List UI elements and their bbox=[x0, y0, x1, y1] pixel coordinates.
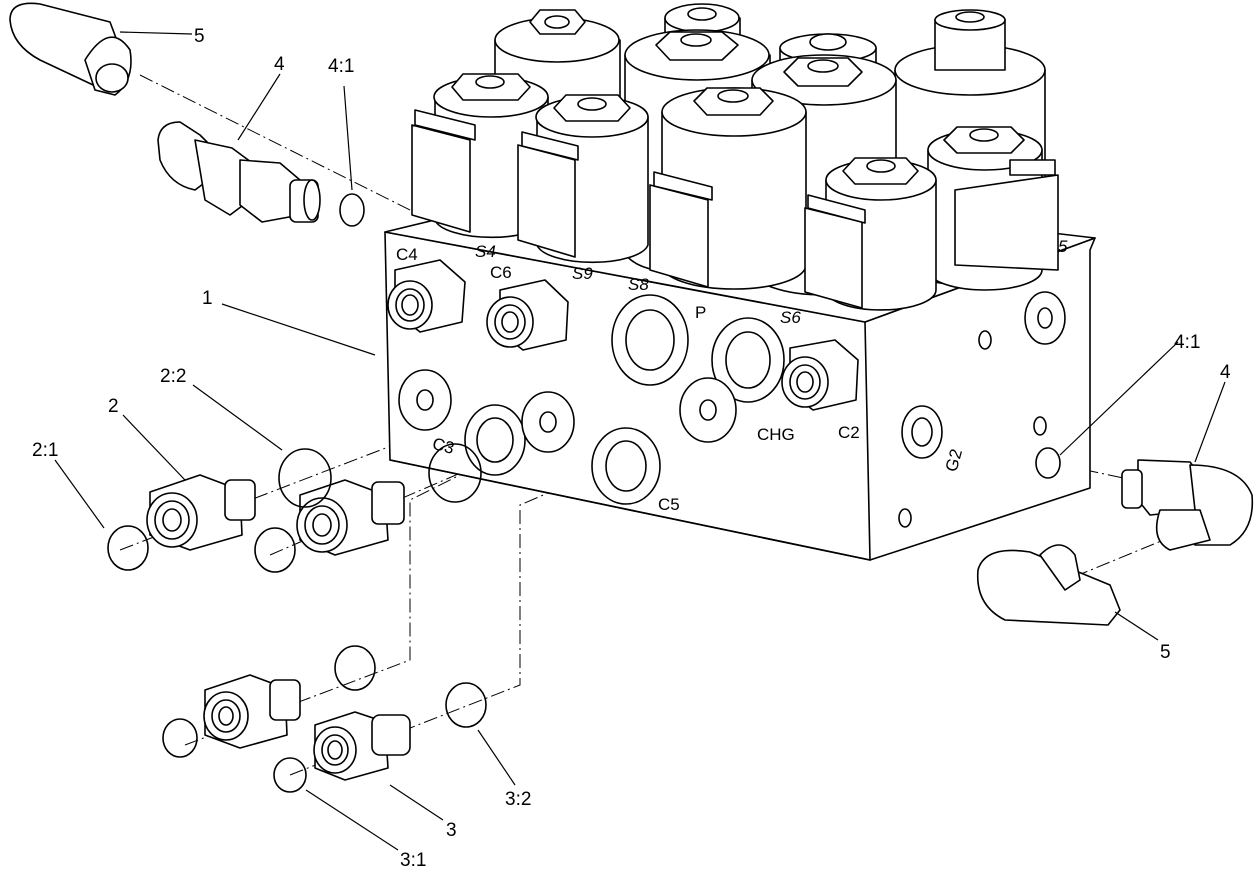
port-p bbox=[611, 294, 689, 386]
port-small-mid bbox=[521, 391, 575, 453]
o-ring-2-2 bbox=[278, 448, 332, 508]
elbow-fitting-left bbox=[157, 121, 321, 223]
callout-fitting-3: 3 bbox=[446, 820, 457, 841]
port-g2 bbox=[901, 405, 943, 459]
fitting-2-right bbox=[296, 479, 405, 556]
callout-manifold: 1 bbox=[202, 288, 213, 309]
o-ring-3-1 bbox=[273, 757, 307, 793]
leader-lines bbox=[54, 31, 1226, 851]
callout-cap-right: 5 bbox=[1160, 642, 1171, 663]
o-ring-4-1-right bbox=[1035, 447, 1061, 479]
callout-elbow-right: 4 bbox=[1220, 362, 1231, 383]
callout-cap-left: 5 bbox=[194, 26, 205, 47]
port-side-small-1 bbox=[978, 330, 992, 350]
port-c4-fitting bbox=[387, 259, 466, 333]
port-side-top bbox=[1024, 291, 1066, 345]
port-chg-large bbox=[711, 317, 785, 403]
port-label-s8: S8 bbox=[628, 275, 649, 294]
port-label-s4: S4 bbox=[475, 242, 496, 261]
elbow-fitting-right bbox=[1121, 459, 1254, 551]
port-c3 bbox=[464, 404, 526, 476]
o-ring-2-1 bbox=[107, 525, 149, 571]
o-ring-3-2 bbox=[445, 682, 487, 728]
callout-fitting-3-oring-2: 3:2 bbox=[505, 789, 531, 810]
port-label-c6: C6 bbox=[490, 263, 512, 282]
callout-elbow-right-oring: 4:1 bbox=[1174, 332, 1200, 353]
manifold-ports bbox=[387, 259, 1066, 528]
callouts: 5 4 4:1 1 2:2 2 2:1 4:1 4 5 3:2 3 3:1 bbox=[32, 26, 1231, 871]
valve-coil bbox=[411, 73, 549, 239]
callout-elbow-left-oring: 4:1 bbox=[328, 56, 354, 77]
port-small-left bbox=[398, 369, 452, 431]
callout-fitting-2-oring-2: 2:2 bbox=[160, 366, 186, 387]
port-side-small-2 bbox=[1033, 416, 1047, 436]
port-side-small-3 bbox=[898, 508, 912, 528]
valve-coil bbox=[517, 94, 649, 264]
callout-fitting-3-oring-1: 3:1 bbox=[400, 850, 426, 871]
o-ring-3-left bbox=[162, 718, 198, 758]
o-ring-3-mid bbox=[334, 645, 376, 691]
port-label-s5: 5 bbox=[1058, 237, 1068, 256]
o-ring-2-1b bbox=[254, 527, 296, 573]
port-c2-fitting bbox=[781, 339, 859, 411]
fitting-3-upper bbox=[203, 674, 301, 749]
valve-coil bbox=[804, 157, 937, 311]
callout-fitting-2-oring-1: 2:1 bbox=[32, 440, 58, 461]
valve-coil bbox=[649, 87, 807, 290]
valve-coil-stack bbox=[411, 3, 1059, 311]
port-label-c4: C4 bbox=[396, 245, 418, 264]
port-label-c5: C5 bbox=[658, 495, 680, 514]
port-label-c2: C2 bbox=[838, 423, 860, 442]
valve-coil bbox=[927, 126, 1059, 291]
callout-fitting-2: 2 bbox=[108, 396, 119, 417]
fitting-3-lower bbox=[313, 711, 411, 781]
port-labels: C4 C6 P CHG C2 C5 G2 C3 S4 S9 S8 S6 5 bbox=[396, 237, 1068, 514]
port-chg-small bbox=[679, 377, 737, 443]
port-label-s6: S6 bbox=[780, 308, 801, 327]
cap-left bbox=[9, 2, 132, 96]
o-ring-4-1-left bbox=[339, 193, 365, 227]
callout-elbow-left: 4 bbox=[274, 54, 285, 75]
o-ring-3-upper bbox=[428, 443, 482, 503]
cap-right bbox=[976, 544, 1121, 626]
o-rings bbox=[107, 193, 1061, 793]
fitting-2-left bbox=[146, 474, 256, 551]
port-label-p: P bbox=[695, 303, 706, 322]
port-c6-fitting bbox=[486, 279, 569, 351]
port-label-s9: S9 bbox=[572, 264, 593, 283]
port-c5 bbox=[591, 427, 661, 505]
port-label-chg: CHG bbox=[757, 425, 795, 444]
